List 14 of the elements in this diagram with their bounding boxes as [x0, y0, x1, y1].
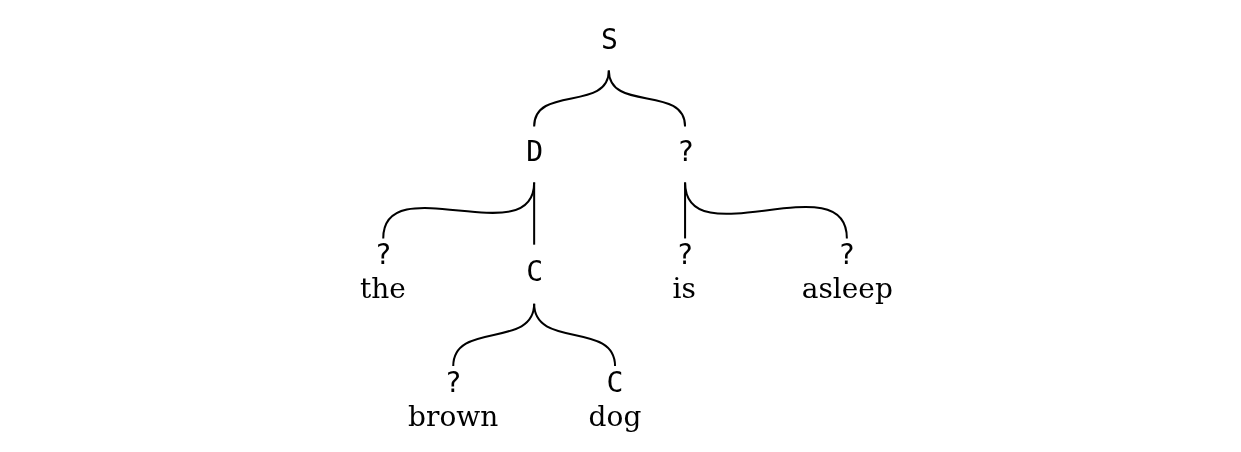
connector [533, 182, 536, 245]
node-text: S [601, 23, 618, 57]
connector [607, 70, 687, 127]
node-text: ? asleep [801, 237, 893, 306]
node-text: ? [677, 135, 695, 169]
node-text: D [526, 135, 544, 169]
node-text: ? is [672, 237, 696, 306]
node-text: C [526, 255, 544, 289]
node-text: ? the [359, 237, 406, 306]
connector [684, 182, 848, 239]
connector [533, 70, 610, 127]
connector [533, 303, 617, 367]
node-text: ? brown [408, 365, 499, 433]
node-text: C dog [588, 365, 642, 433]
